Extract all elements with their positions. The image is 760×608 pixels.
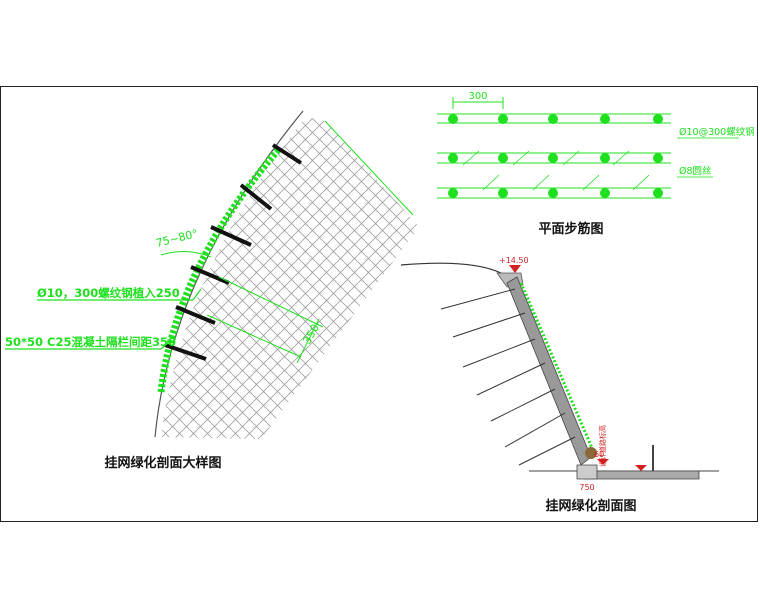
- green-net-strip: [519, 282, 597, 456]
- dim-line: [206, 314, 302, 358]
- anchor-line: [518, 436, 576, 466]
- rebar-node: [548, 153, 558, 163]
- elevation-small: 60: [594, 450, 604, 459]
- dim-line: [324, 120, 414, 216]
- rebar-node: [498, 153, 508, 163]
- wire-line: [612, 150, 630, 166]
- toe-block: [576, 464, 598, 480]
- plan-spacing-label: 300: [468, 91, 487, 102]
- anchor-bar: [175, 305, 216, 325]
- wire-line: [462, 150, 480, 166]
- detail-section: 75~80° 350 Ø10，300螺纹钢植入250 50*50 C25混凝土隔…: [5, 110, 419, 471]
- soil-hatch: [161, 117, 419, 439]
- anchor-line: [476, 362, 546, 396]
- anchor-bar: [210, 225, 252, 247]
- plan-title: 平面步筋图: [538, 221, 603, 237]
- drawing-canvas: 75~80° 350 Ø10，300螺纹钢植入250 50*50 C25混凝土隔…: [5, 91, 755, 514]
- section-anchors: [440, 288, 576, 466]
- top-ground: [400, 262, 514, 288]
- slope-surface: [154, 110, 304, 438]
- angle-label: 75~80°: [155, 227, 200, 250]
- drawing-frame: 75~80° 350 Ø10，300螺纹钢植入250 50*50 C25混凝土隔…: [0, 86, 758, 522]
- elevation-top: +14.50: [499, 256, 529, 265]
- anchor-line: [504, 412, 566, 448]
- section-view: +14.50 60 设计道路标高 750 挂网绿化剖面图: [400, 256, 719, 514]
- anchor-bar: [271, 143, 303, 165]
- wire-line: [482, 174, 500, 191]
- rebar-node: [653, 153, 663, 163]
- green-net-layer: [157, 146, 282, 393]
- fence-label: 50*50 C25混凝土隔栏间距350: [5, 335, 176, 349]
- anchor-bar: [239, 183, 273, 211]
- anchor-label: Ø10，300螺纹钢植入250: [37, 286, 180, 300]
- plan-view: 300: [437, 91, 755, 237]
- rebar-node: [548, 188, 558, 198]
- rebar-node: [653, 114, 663, 124]
- elevation-marker-icon: [597, 459, 609, 465]
- wire-line: [532, 174, 550, 191]
- leader-line: [192, 288, 202, 301]
- rebar-node: [600, 114, 610, 124]
- anchor-line: [462, 338, 536, 368]
- shrub-icon: [585, 447, 597, 459]
- anchor-line: [490, 388, 556, 422]
- section-title: 挂网绿化剖面图: [545, 498, 636, 514]
- rebar-node: [600, 188, 610, 198]
- rebar-node: [448, 114, 458, 124]
- rebar-node: [448, 188, 458, 198]
- detail-title: 挂网绿化剖面大样图: [104, 455, 221, 471]
- width-label: 750: [579, 483, 594, 492]
- slope-wall: [506, 276, 592, 466]
- road-label: 设计道路标高: [598, 425, 607, 467]
- wire-label: Ø8圆丝: [679, 165, 712, 177]
- rebar-nodes: [448, 114, 663, 198]
- anchor-bar: [164, 343, 207, 361]
- anchor-line: [452, 312, 526, 338]
- rebar-node: [498, 114, 508, 124]
- rebar-node: [653, 188, 663, 198]
- rebar-node: [600, 153, 610, 163]
- wire-line: [582, 174, 600, 191]
- road-slab: [584, 470, 700, 480]
- elevation-marker-icon: [635, 465, 647, 471]
- elevation-marker-icon: [509, 265, 521, 273]
- leader-line: [160, 341, 170, 350]
- rebar-node: [448, 153, 458, 163]
- wire-line: [632, 174, 650, 191]
- rebar-node: [548, 114, 558, 124]
- wire-line: [562, 150, 580, 166]
- dim-line: [296, 318, 320, 364]
- dim-line: [218, 276, 324, 328]
- angle-arc: [160, 251, 212, 258]
- wire-line: [512, 150, 530, 166]
- rebar-label: Ø10@300螺纹钢: [679, 126, 755, 138]
- anchor-bar: [190, 265, 230, 285]
- anchor-line: [440, 288, 516, 310]
- rebar-node: [498, 188, 508, 198]
